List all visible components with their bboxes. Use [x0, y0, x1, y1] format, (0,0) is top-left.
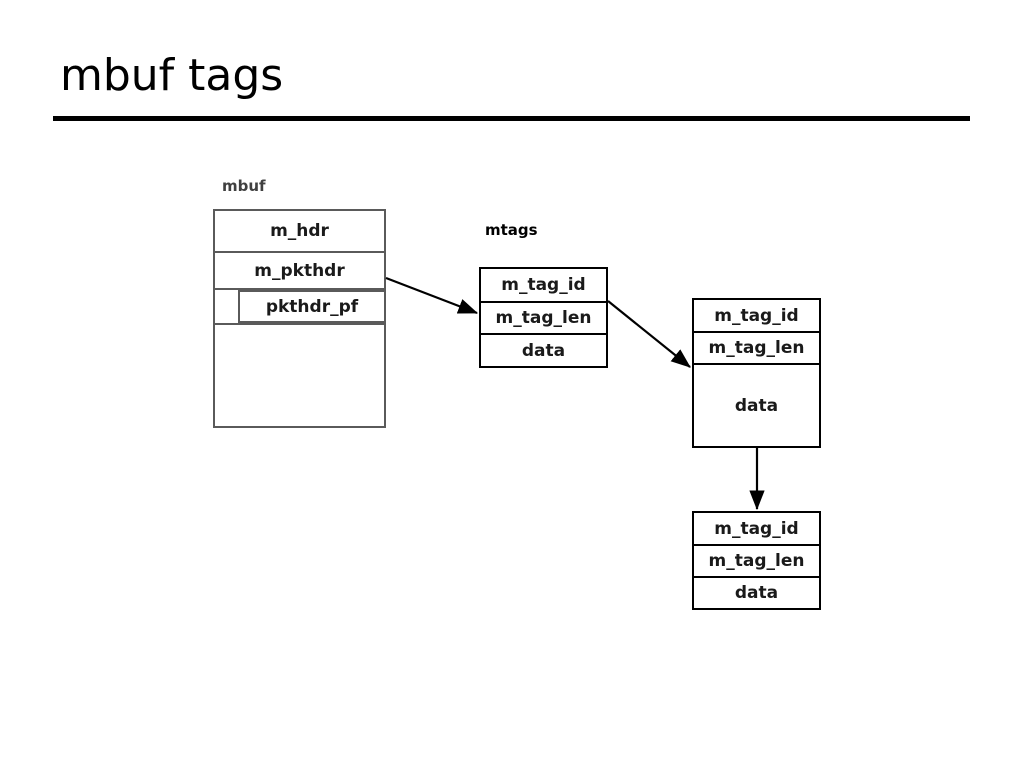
mtag-2-field-m-tag-id: m_tag_id [694, 300, 819, 333]
mtag-3-field-m-tag-id: m_tag_id [694, 513, 819, 546]
mbuf-field-m-hdr: m_hdr [215, 211, 384, 253]
title-divider [53, 116, 970, 121]
mtag-1-field-data: data [521, 340, 566, 361]
mtag-2-field-data: data [734, 395, 779, 416]
mbuf-struct-box: m_hdr m_pkthdr pkthdr_pf [213, 209, 386, 428]
mtag-box-1: m_tag_id m_tag_len data [479, 267, 608, 368]
mtag-3-field-m-tag-len: m_tag_len [694, 546, 819, 578]
caption-mbuf: mbuf [222, 177, 266, 195]
mtag-3-field-data: data [734, 583, 779, 603]
mbuf-field-pkthdr-pf: pkthdr_pf [238, 290, 384, 323]
mbuf-field-m-pkthdr: m_pkthdr [215, 253, 384, 290]
mtag-box-3: m_tag_id m_tag_len data [692, 511, 821, 610]
caption-mtags: mtags [485, 221, 538, 239]
page-title: mbuf tags [60, 50, 284, 101]
arrow-mbuf-to-mtag1 [385, 276, 479, 315]
mtag-2-field-m-tag-len: m_tag_len [694, 333, 819, 365]
mbuf-field-data-area [215, 323, 384, 426]
mtag-1-field-m-tag-id: m_tag_id [481, 269, 606, 303]
mtag-box-2: m_tag_id m_tag_len data [692, 298, 821, 448]
mtag-1-field-m-tag-len: m_tag_len [481, 303, 606, 335]
arrow-mtag1-to-mtag2 [607, 300, 691, 368]
